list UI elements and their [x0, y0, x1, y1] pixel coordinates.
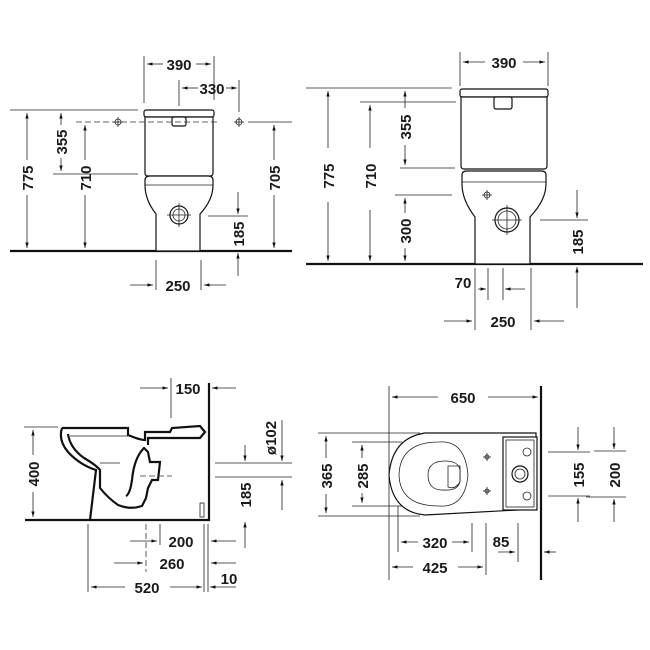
dim-260: 260 — [159, 556, 184, 573]
dim-320: 320 — [422, 535, 447, 552]
dim-85: 85 — [493, 534, 510, 551]
dim-710: 710 — [363, 163, 380, 188]
trap-path — [66, 433, 162, 509]
dim-710: 710 — [78, 165, 95, 190]
bowl-outline — [388, 432, 537, 516]
dim-775: 775 — [321, 163, 338, 188]
dim-250: 250 — [165, 278, 190, 295]
dim-330: 330 — [199, 81, 224, 98]
dim-150: 150 — [175, 381, 200, 398]
dim-300: 300 — [398, 218, 415, 243]
dim-185: 185 — [570, 229, 587, 254]
dim-185: 185 — [238, 482, 255, 507]
dim-705: 705 — [267, 165, 284, 190]
flush-button — [171, 116, 187, 127]
wall-plate — [199, 502, 205, 518]
dim-355: 355 — [398, 114, 415, 139]
dim-285: 285 — [355, 463, 372, 488]
dim-250: 250 — [490, 314, 515, 331]
dim-10: 10 — [221, 571, 238, 588]
dim-425: 425 — [422, 560, 447, 577]
fixing-marker-bottom — [483, 487, 491, 495]
dim-390: 390 — [166, 57, 191, 74]
dim-400: 400 — [26, 461, 43, 486]
dim-155: 155 — [571, 462, 588, 487]
seat-outline — [398, 441, 469, 507]
dim-185: 185 — [231, 221, 248, 246]
tank-lid — [143, 109, 215, 118]
dim-355: 355 — [54, 129, 71, 154]
dim-775: 775 — [20, 165, 37, 190]
bowl-opening — [427, 460, 461, 491]
tank-lid — [459, 88, 549, 98]
top-view: 650 365 285 155 200 320 85 — [318, 386, 626, 580]
side-view: 150 400 ø102 185 200 260 520 — [24, 378, 292, 597]
fixing-marker — [482, 190, 492, 200]
dim-200: 200 — [168, 534, 193, 551]
dim-650: 650 — [450, 390, 475, 407]
front-view-right: 390 775 710 355 300 185 70 — [306, 52, 643, 331]
inlet-marker-right — [234, 117, 244, 127]
front-view-left: 390 330 775 355 710 705 185 — [10, 56, 292, 295]
seat-and-tank — [62, 424, 207, 445]
dim-520: 520 — [134, 580, 159, 597]
dim-70: 70 — [455, 275, 472, 292]
cistern — [460, 96, 548, 170]
fixing-marker-top — [483, 453, 491, 461]
flush-button — [493, 96, 513, 110]
outlet-circle — [511, 465, 529, 483]
dim-200: 200 — [607, 462, 624, 487]
dim-390: 390 — [491, 55, 516, 72]
dim-365: 365 — [319, 463, 336, 488]
dim-d102: ø102 — [263, 421, 280, 455]
bowl-front — [59, 427, 98, 521]
